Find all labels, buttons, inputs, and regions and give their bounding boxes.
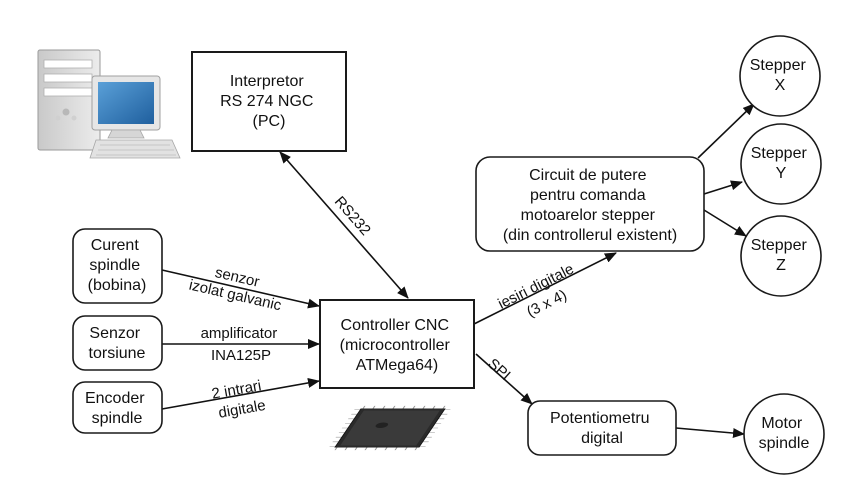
desktop-computer-icon — [37, 49, 181, 159]
circuit-putere-label: Circuit de putere pentru comanda motoare… — [503, 167, 677, 244]
rs232-label: RS232 — [331, 193, 374, 239]
stepper-x-label: Stepper X — [750, 57, 811, 94]
svg-text:iesiri digitale (3 x 4): iesiri digitale (3 x 4) — [495, 259, 589, 331]
microchip-icon — [329, 405, 451, 451]
stepper-y-label: Stepper Y — [751, 145, 812, 182]
senzor-torsiune-label: Senzor torsiune — [89, 325, 146, 362]
interpretor-box: Interpretor RS 274 NGC (PC) — [191, 51, 347, 152]
controller-to-potentiometru-arrow — [475, 353, 533, 405]
senzor-torsiune-box: Senzor torsiune — [72, 315, 163, 371]
intrari-label: 2 intrari digitale — [210, 377, 270, 423]
curent-to-controller-arrow — [161, 269, 320, 309]
interpretor-label: Interpretor RS 274 NGC (PC) — [220, 73, 318, 130]
encoder-spindle-label: Encoder spindle — [85, 390, 149, 427]
motor-spindle-label: Motor spindle — [759, 415, 810, 452]
circuit-to-stepper-z-arrow — [703, 209, 747, 237]
potentiometru-label: Potentiometru digital — [550, 410, 654, 447]
stepper-z-circle: Stepper Z — [740, 215, 822, 297]
curent-spindle-box: Curent spindle (bobina) — [72, 228, 163, 304]
motor-spindle-circle: Motor spindle — [743, 393, 825, 475]
stepper-y-circle: Stepper Y — [740, 123, 822, 205]
stepper-x-circle: Stepper X — [739, 35, 821, 117]
potentiometru-to-motor-arrow — [675, 427, 745, 439]
svg-text:senzor izolat galvanic: senzor izolat galvanic — [187, 259, 287, 314]
controller-to-circuit-arrow — [473, 252, 617, 325]
encoder-spindle-box: Encoder spindle — [72, 381, 163, 434]
rs232-link — [279, 151, 409, 299]
controller-label: Controller CNC (microcontroller ATMega64… — [340, 317, 455, 374]
circuit-putere-box: Circuit de putere pentru comanda motoare… — [475, 156, 705, 252]
spi-label: SPI — [484, 355, 513, 384]
iesiri-label: iesiri digitale (3 x 4) — [495, 259, 589, 331]
amplificator-label: amplificator INA125P — [201, 325, 282, 364]
encoder-to-controller-arrow — [161, 378, 320, 410]
circuit-to-stepper-y-arrow — [703, 180, 743, 195]
potentiometru-box: Potentiometru digital — [527, 400, 677, 456]
curent-spindle-label: Curent spindle (bobina) — [88, 237, 147, 294]
svg-text:2 intrari digitale: 2 intrari digitale — [210, 377, 270, 423]
stepper-z-label: Stepper Z — [751, 237, 812, 274]
svg-text:amplificator INA125P: amplificator INA125P — [201, 325, 282, 364]
circuit-to-stepper-x-arrow — [697, 103, 755, 159]
senzor-izolat-label: senzor izolat galvanic — [187, 259, 287, 314]
controller-box: Controller CNC (microcontroller ATMega64… — [319, 299, 475, 389]
